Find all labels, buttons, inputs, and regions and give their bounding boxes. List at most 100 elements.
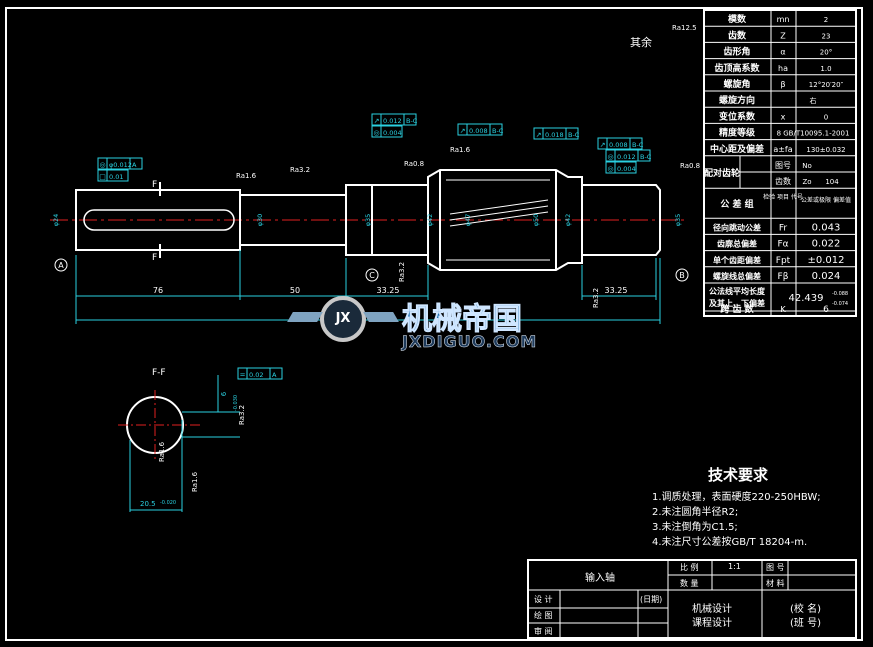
tolerance-frame-ref: A bbox=[272, 371, 277, 379]
tolerance-frame-symbol: ↗ bbox=[536, 131, 542, 139]
tolerance-frame bbox=[597, 137, 643, 150]
length-label: 33.25 bbox=[377, 286, 400, 295]
scale-label: 比 例 bbox=[680, 563, 699, 572]
pair-fig-label: 图号 bbox=[775, 161, 791, 170]
param-name: 螺旋方向 bbox=[719, 94, 755, 106]
length-label: 76 bbox=[153, 286, 163, 295]
datum-circle bbox=[675, 268, 689, 282]
tolerance-frame-ref: B-C bbox=[406, 117, 418, 125]
tolerance-value: 0.024 bbox=[812, 271, 841, 282]
param-name: 精度等级 bbox=[719, 127, 756, 139]
section-width-tol: -0.030 bbox=[233, 394, 240, 412]
param-symbol: a±fa bbox=[773, 145, 792, 154]
tolerance-frame bbox=[605, 149, 651, 162]
section-title: F-F bbox=[152, 368, 166, 378]
param-symbol: Z bbox=[780, 31, 786, 40]
tech-title: 技术要求 bbox=[708, 466, 769, 484]
tolerance-frame-value: φ0.012 bbox=[109, 161, 132, 169]
tolerance-name: 单个齿距偏差 bbox=[713, 255, 761, 265]
pair-label: 配对齿轮 bbox=[704, 167, 740, 179]
tolerance-frame-ref: B-C bbox=[640, 153, 652, 161]
roughness-label: Ra1.6 bbox=[191, 471, 199, 492]
param-symbol: α bbox=[780, 48, 785, 57]
tolerance-frame-value: 0.01 bbox=[109, 173, 123, 181]
param-value: 23 bbox=[822, 32, 831, 40]
param-name: 齿形角 bbox=[723, 46, 750, 58]
pair-teeth-value: 104 bbox=[825, 178, 839, 186]
tolerance-symbol: Fβ bbox=[778, 272, 789, 282]
param-symbol: β bbox=[780, 80, 785, 89]
tolerance-value: ±0.012 bbox=[807, 255, 844, 266]
param-value: 2 bbox=[824, 16, 828, 24]
rough-rest-label: 其余 bbox=[630, 36, 652, 49]
tech-item-2: 2.未注圆角半径R2; bbox=[652, 507, 739, 518]
group-col1: 检验 项目 代号 bbox=[763, 193, 803, 201]
pair-teeth-label: 齿数 bbox=[775, 176, 791, 186]
cut-letter-bottom: F bbox=[152, 253, 158, 263]
tolerance-frame-symbol: ↗ bbox=[600, 141, 606, 149]
class-name: (班 号) bbox=[790, 618, 821, 629]
part-name: 输入轴 bbox=[585, 573, 615, 584]
span-name: 跨 齿 数 bbox=[720, 303, 754, 315]
watermark-url: JXDIGUO.COM bbox=[402, 332, 538, 352]
tolerance-frame bbox=[371, 113, 417, 126]
cut-letter-top: F bbox=[152, 180, 158, 190]
tolerance-value: 0.043 bbox=[812, 222, 841, 233]
roughness-label: Ra1.6 bbox=[450, 146, 471, 154]
tolerance-frame-value: 0.004 bbox=[383, 129, 402, 137]
tolerance-frame-symbol: ◎ bbox=[607, 165, 613, 173]
section-depth-dim: 20.5 bbox=[140, 500, 156, 508]
course-line-2: 课程设计 bbox=[692, 618, 732, 629]
title-block bbox=[527, 559, 857, 639]
common-normal-label2: 及其上、下偏差 bbox=[709, 298, 765, 308]
datum-letter: A bbox=[58, 261, 64, 270]
tolerance-frame-symbol: ↗ bbox=[460, 127, 466, 135]
diameter-label: φ47 bbox=[464, 214, 472, 227]
datum-letter: C bbox=[369, 271, 375, 280]
tolerance-frame bbox=[237, 367, 283, 380]
fig-label: 图 号 bbox=[766, 563, 785, 572]
param-value: 130±0.032 bbox=[806, 146, 845, 154]
param-value: 1.0 bbox=[820, 65, 831, 73]
common-normal-value: 42.439 bbox=[789, 293, 824, 304]
design-label: 设 计 bbox=[534, 595, 553, 604]
section-depth-tol: -0.020 bbox=[160, 500, 177, 506]
tolerance-frame bbox=[605, 161, 637, 174]
tolerance-frame-symbol: ◎ bbox=[607, 153, 613, 161]
diameter-label: φ24 bbox=[52, 214, 60, 227]
tolerance-frame bbox=[457, 123, 503, 136]
param-name: 齿数 bbox=[728, 29, 747, 41]
tolerance-frame-ref: B-C bbox=[568, 131, 580, 139]
tolerance-frame bbox=[533, 127, 579, 140]
rough-rest-value: Ra12.5 bbox=[672, 24, 697, 32]
tolerance-frame-value: 0.012 bbox=[617, 153, 636, 161]
tolerance-frame-symbol: □ bbox=[99, 173, 106, 181]
mat-label: 材 料 bbox=[766, 579, 785, 588]
pair-teeth-symbol: Zo bbox=[802, 178, 811, 186]
roughness-label: Ra3.2 bbox=[592, 288, 600, 308]
param-value: 0 bbox=[824, 113, 828, 121]
section-view-ff bbox=[118, 375, 240, 512]
length-label: 33.25 bbox=[605, 286, 628, 295]
tolerance-symbol: Fα bbox=[777, 240, 788, 250]
param-name: 中心距及偏差 bbox=[710, 143, 764, 155]
length-label: 50 bbox=[290, 286, 300, 295]
datum-circle bbox=[365, 268, 379, 282]
school-name: (校 名) bbox=[790, 604, 821, 615]
shaft-main-view bbox=[50, 169, 688, 271]
tolerance-frame-ref: B-C bbox=[632, 141, 644, 149]
tolerance-frame-ref: A bbox=[132, 161, 137, 169]
param-value: 右 bbox=[810, 96, 817, 105]
param-value: 12°20′20″ bbox=[809, 81, 844, 89]
right-wing-icon bbox=[363, 312, 399, 322]
tech-item-4: 4.未注尺寸公差按GB/T 18204-m. bbox=[652, 537, 808, 548]
param-value: 8 GB/T10095.1-2001 bbox=[777, 130, 850, 138]
diameter-label: φ50 bbox=[532, 214, 540, 227]
tolerance-frame-ref: B-C bbox=[492, 127, 504, 135]
tolerance-frame-symbol: ◎ bbox=[99, 161, 105, 169]
tech-item-3: 3.未注倒角为C1.5; bbox=[652, 522, 738, 533]
roughness-label: Ra0.8 bbox=[680, 162, 700, 170]
tolerance-frame-value: 0.008 bbox=[609, 141, 628, 149]
roughness-label: Ra3.2 bbox=[290, 166, 310, 174]
